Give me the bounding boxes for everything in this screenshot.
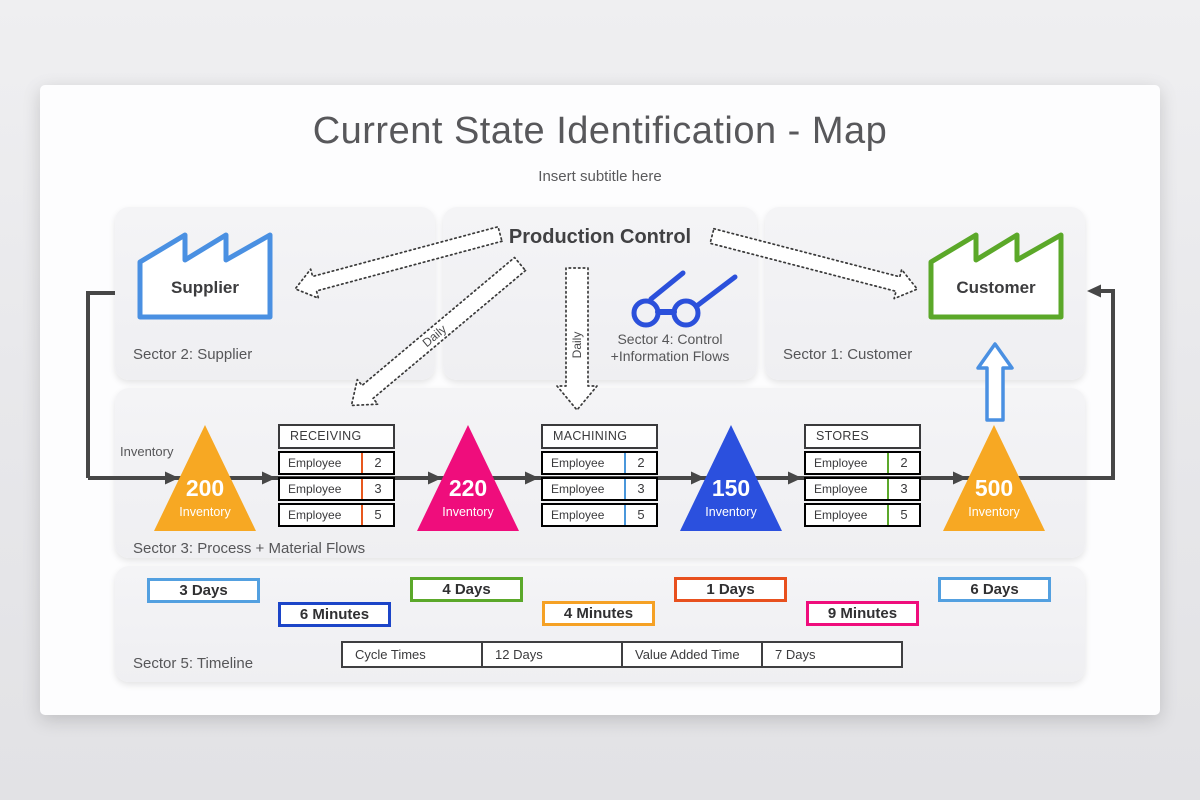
- daily-arrow-center: [556, 267, 598, 411]
- caption-sector-control: Sector 4: Control +Information Flows: [610, 331, 730, 364]
- daily-arrow-left: [350, 256, 527, 407]
- summary-cell-value-added-days: 7 Days: [763, 643, 901, 666]
- summary-cell-cycle-value: 12 Days: [483, 643, 623, 666]
- timeline-summary-table: Cycle Times 12 Days Value Added Time 7 D…: [341, 641, 903, 668]
- inventory-triangle-220: 220 Inventory: [416, 423, 520, 533]
- factory-icon-supplier: [137, 232, 273, 320]
- inventory-flow-label: Inventory: [120, 444, 174, 459]
- page-subtitle: Insert subtitle here: [538, 168, 662, 185]
- summary-cell-value-added: Value Added Time: [623, 643, 763, 666]
- inventory-triangle-200: 200 Inventory: [153, 423, 257, 533]
- up-arrow-to-customer: [976, 342, 1014, 422]
- supplier-node-label: Supplier: [170, 278, 239, 297]
- customer-node-label: Customer: [956, 278, 1036, 297]
- timeline-badge-3-days: 3 Days: [147, 578, 260, 603]
- timeline-badge-6-minutes: 6 Minutes: [278, 602, 391, 627]
- timeline-badge-4-days: 4 Days: [410, 577, 523, 602]
- inventory-triangle-150: 150 Inventory: [679, 423, 783, 533]
- caption-sector-customer: Sector 1: Customer: [783, 346, 913, 363]
- timeline-badge-9-minutes: 9 Minutes: [806, 601, 919, 626]
- daily-label-center: Daily: [570, 332, 584, 359]
- timeline-badge-6-days: 6 Days: [938, 577, 1051, 602]
- caption-sector-supplier: Sector 2: Supplier: [133, 346, 253, 363]
- caption-sector-timeline: Sector 5: Timeline: [133, 655, 254, 672]
- inventory-triangle-500: 500 Inventory: [942, 423, 1046, 533]
- timeline-badge-4-minutes: 4 Minutes: [542, 601, 655, 626]
- page-title: Current State Identification - Map: [312, 110, 888, 152]
- glasses-icon: [631, 270, 738, 328]
- timeline-badge-1-days: 1 Days: [674, 577, 787, 602]
- dashed-arrow-to-customer: [709, 227, 919, 300]
- production-control-title: Production Control: [508, 226, 692, 248]
- caption-sector-process: Sector 3: Process + Material Flows: [133, 540, 366, 557]
- summary-cell-cycle-times: Cycle Times: [343, 643, 483, 666]
- factory-icon-customer: [928, 232, 1064, 320]
- dashed-arrow-to-supplier: [294, 225, 503, 300]
